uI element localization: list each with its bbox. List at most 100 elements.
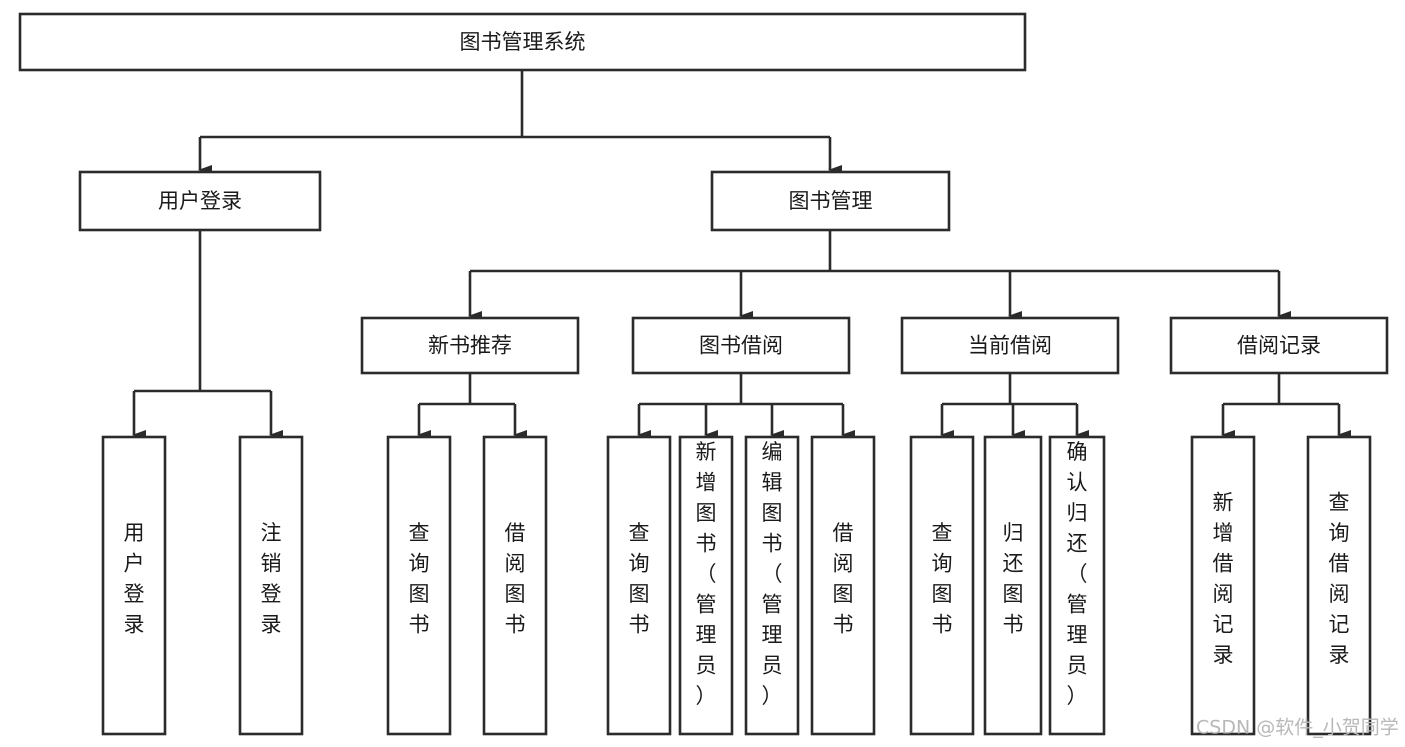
node-label-char: 登 — [124, 582, 145, 606]
node-label-char: 理 — [1067, 623, 1088, 647]
node-box[interactable] — [1190, 435, 1256, 736]
node-label-char: 图 — [932, 582, 953, 606]
node-label: 图书管理系统 — [460, 30, 586, 54]
node-leaf-logout[interactable]: 注销登录 — [238, 435, 304, 736]
node-label-char: 图 — [833, 582, 854, 606]
node-label-char: 询 — [629, 551, 650, 575]
node-label-char: 阅 — [1213, 582, 1234, 606]
node-book-borrow[interactable]: 图书借阅 — [631, 316, 851, 375]
node-root[interactable]: 图书管理系统 — [18, 12, 1027, 72]
connector-group-new-book-rec-to-leaves — [417, 373, 527, 440]
node-label-char: 确 — [1067, 440, 1088, 464]
node-label-char: 新 — [1213, 490, 1234, 514]
node-book-manage[interactable]: 图书管理 — [710, 170, 951, 232]
node-leaf-add-book-admin[interactable]: 新增图书（管理员） — [678, 435, 734, 736]
node-label-char: 归 — [1067, 501, 1088, 525]
node-label-char: 理 — [696, 623, 717, 647]
node-box[interactable] — [631, 316, 851, 375]
node-leaf-query-book-current[interactable]: 查询图书 — [909, 435, 975, 736]
node-label-char: 图 — [629, 582, 650, 606]
node-user-login[interactable]: 用户登录 — [78, 170, 322, 232]
node-label-char: 认 — [1067, 471, 1088, 495]
node-label-char: ） — [762, 684, 783, 708]
node-label-char: ） — [1067, 684, 1088, 708]
node-label-char: 户 — [124, 551, 145, 575]
node-label-char: 询 — [409, 551, 430, 575]
node-label: 查询借阅记录 — [1329, 490, 1350, 667]
node-label-char: 编 — [762, 440, 783, 464]
connector-group-book-borrow-to-leaves — [637, 373, 855, 440]
node-label-char: 阅 — [1329, 582, 1350, 606]
node-box[interactable] — [78, 170, 322, 232]
node-label-char: 登 — [261, 582, 282, 606]
node-box[interactable] — [482, 435, 548, 736]
node-label: 新增借阅记录 — [1213, 490, 1234, 667]
node-label-char: （ — [1067, 562, 1088, 586]
node-label: 编辑图书（管理员） — [762, 440, 783, 708]
node-label-char: 书 — [505, 612, 526, 636]
node-label-char: 记 — [1213, 612, 1234, 636]
node-leaf-query-book-borrow[interactable]: 查询图书 — [606, 435, 672, 736]
node-label-char: 销 — [261, 551, 282, 575]
node-box[interactable] — [101, 435, 167, 736]
node-label: 查询图书 — [629, 521, 650, 637]
node-label-char: 记 — [1329, 612, 1350, 636]
node-box[interactable] — [983, 435, 1043, 736]
csdn-watermark: CSDN @软件_小贺同学 — [1196, 717, 1399, 739]
node-box[interactable] — [710, 170, 951, 232]
node-box[interactable] — [810, 435, 876, 736]
node-label-char: 管 — [762, 593, 783, 617]
node-box[interactable] — [18, 12, 1027, 72]
node-label-char: 管 — [1067, 593, 1088, 617]
node-box[interactable] — [606, 435, 672, 736]
node-label-char: ） — [696, 684, 717, 708]
node-label: 借阅记录 — [1237, 334, 1321, 358]
node-label-char: 阅 — [833, 551, 854, 575]
node-label: 用户登录 — [158, 189, 242, 213]
node-box[interactable] — [1306, 435, 1372, 736]
node-label: 确认归还（管理员） — [1067, 440, 1088, 708]
node-borrow-record[interactable]: 借阅记录 — [1169, 316, 1389, 375]
node-box[interactable] — [238, 435, 304, 736]
node-box[interactable] — [678, 435, 734, 736]
node-label-char: 增 — [1213, 521, 1234, 545]
node-label-char: 录 — [124, 612, 145, 636]
node-label-char: 理 — [762, 623, 783, 647]
node-label-char: 书 — [409, 612, 430, 636]
node-box[interactable] — [744, 435, 800, 736]
node-label-char: 还 — [1003, 551, 1024, 575]
node-box[interactable] — [1169, 316, 1389, 375]
node-label-char: （ — [696, 562, 717, 586]
node-leaf-return-book[interactable]: 归还图书 — [983, 435, 1043, 736]
node-box[interactable] — [909, 435, 975, 736]
node-leaf-add-borrow-record[interactable]: 新增借阅记录 — [1190, 435, 1256, 736]
node-box[interactable] — [360, 316, 580, 375]
node-label: 新书推荐 — [428, 334, 512, 358]
node-box[interactable] — [386, 435, 452, 736]
node-label-char: 增 — [696, 471, 717, 495]
node-current-borrow[interactable]: 当前借阅 — [900, 316, 1120, 375]
node-label-char: 图 — [696, 501, 717, 525]
node-leaf-borrow-book[interactable]: 借阅图书 — [810, 435, 876, 736]
node-leaf-borrow-book-rec[interactable]: 借阅图书 — [482, 435, 548, 736]
node-label-char: 借 — [505, 521, 526, 545]
node-label-char: 辑 — [762, 471, 783, 495]
node-label-char: 书 — [932, 612, 953, 636]
node-new-book-rec[interactable]: 新书推荐 — [360, 316, 580, 375]
node-label-char: 书 — [762, 532, 783, 556]
node-box[interactable] — [1048, 435, 1106, 736]
node-leaf-confirm-return-admin[interactable]: 确认归还（管理员） — [1048, 435, 1106, 736]
node-label: 注销登录 — [261, 521, 282, 637]
node-leaf-query-borrow-record[interactable]: 查询借阅记录 — [1306, 435, 1372, 736]
node-label-char: 员 — [696, 654, 717, 678]
node-leaf-edit-book-admin[interactable]: 编辑图书（管理员） — [744, 435, 800, 736]
node-leaf-user-login[interactable]: 用户登录 — [101, 435, 167, 736]
node-label: 借阅图书 — [505, 521, 526, 637]
node-leaf-query-book-rec[interactable]: 查询图书 — [386, 435, 452, 736]
node-label-char: 图 — [409, 582, 430, 606]
node-label-char: 图 — [505, 582, 526, 606]
node-box[interactable] — [900, 316, 1120, 375]
node-label-char: 借 — [1213, 551, 1234, 575]
node-label-char: 用 — [124, 521, 145, 545]
